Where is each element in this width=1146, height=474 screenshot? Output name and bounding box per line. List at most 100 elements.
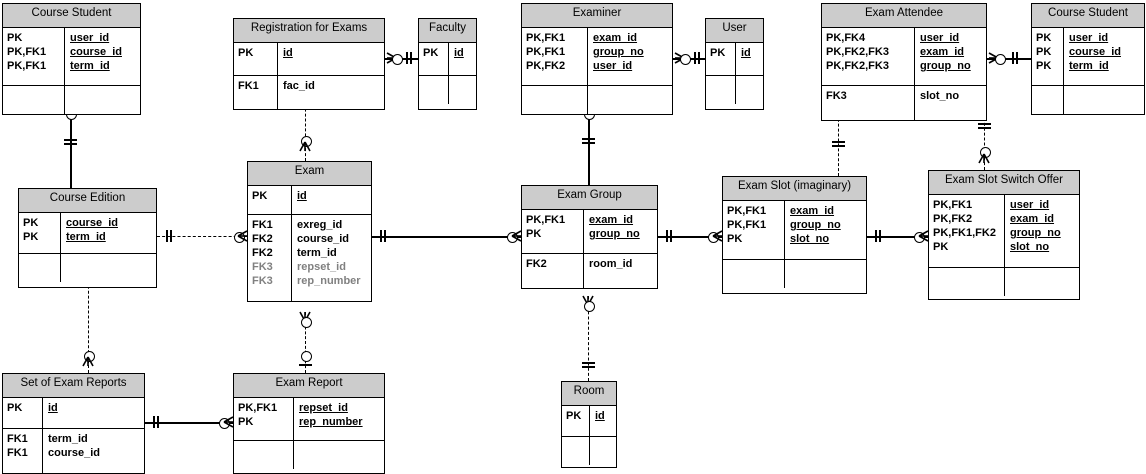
crowsfoot-icon bbox=[82, 356, 94, 367]
cardinality-bar bbox=[384, 230, 386, 242]
attribute-column: id bbox=[43, 398, 144, 428]
attribute-key: PK bbox=[23, 217, 39, 229]
attribute-name: id bbox=[454, 47, 464, 59]
key-column bbox=[419, 76, 449, 104]
attribute-key: PK bbox=[933, 241, 949, 253]
cardinality-circle bbox=[994, 53, 1006, 65]
attribute-name: term_id bbox=[66, 231, 106, 243]
cardinality-bar bbox=[298, 364, 312, 366]
relationship-line bbox=[88, 261, 89, 373]
attribute-key: PK bbox=[710, 47, 726, 59]
attribute-column: course_id term_id bbox=[61, 213, 156, 253]
cardinality-bar bbox=[694, 52, 696, 64]
attribute-column: id bbox=[449, 43, 476, 75]
entity-title-room: Room bbox=[562, 382, 616, 406]
attribute-key: PK,FK1 bbox=[238, 402, 278, 414]
attribute-key: FK1 bbox=[7, 433, 28, 445]
attribute-column: fac_id bbox=[278, 76, 384, 109]
attribute-key: PK bbox=[7, 32, 23, 44]
cardinality-bar bbox=[406, 52, 408, 64]
cardinality-circle bbox=[300, 135, 312, 147]
entity-title-exam-attendee: Exam Attendee bbox=[822, 4, 986, 28]
cardinality-bar bbox=[666, 230, 668, 242]
relationship-line bbox=[658, 236, 722, 238]
entity-title-course-edition: Course Edition bbox=[19, 189, 156, 213]
key-column: PK bbox=[419, 43, 449, 75]
attribute-name: user_id bbox=[1010, 199, 1050, 211]
entity-section bbox=[19, 254, 156, 287]
entity-title-exam-slot: Exam Slot (imaginary) bbox=[723, 177, 866, 201]
attribute-key: FK1 bbox=[252, 219, 273, 231]
cardinality-bar bbox=[831, 145, 845, 147]
key-column bbox=[234, 441, 294, 469]
entity-title-faculty: Faculty bbox=[419, 19, 476, 43]
attribute-key: FK2 bbox=[252, 233, 273, 245]
attribute-name: term_id bbox=[70, 60, 110, 72]
entity-title-registration-for-exams: Registration for Exams bbox=[234, 19, 384, 43]
attribute-name: course_id bbox=[66, 217, 118, 229]
crowsfoot-icon bbox=[299, 141, 311, 152]
entity-section: PK id bbox=[419, 43, 476, 76]
cardinality-circle bbox=[300, 350, 312, 362]
relationship-line bbox=[305, 84, 306, 161]
attribute-key: PK,FK1,FK2 bbox=[933, 227, 996, 239]
attribute-column bbox=[449, 76, 476, 104]
relationship-line bbox=[372, 236, 521, 238]
entity-section bbox=[706, 76, 763, 109]
attribute-name: rep_number bbox=[299, 416, 363, 428]
attribute-key: PK bbox=[526, 228, 542, 240]
attribute-name: course_id bbox=[1069, 46, 1121, 58]
attribute-name: exreg_id bbox=[297, 219, 343, 231]
attribute-name: fac_id bbox=[283, 80, 315, 92]
entity-section bbox=[419, 76, 476, 109]
cardinality-bar bbox=[157, 416, 159, 428]
attribute-name: course_id bbox=[48, 447, 100, 459]
attribute-name: room_id bbox=[589, 258, 633, 270]
crowsfoot-icon bbox=[918, 230, 929, 242]
cardinality-circle bbox=[218, 417, 230, 429]
attribute-name: exam_id bbox=[593, 32, 638, 44]
key-column: PK bbox=[234, 43, 278, 75]
entity-section bbox=[929, 268, 1079, 299]
cardinality-bar bbox=[153, 416, 155, 428]
attribute-name: id bbox=[595, 410, 605, 422]
cardinality-bar bbox=[581, 142, 595, 144]
attribute-name: slot_no bbox=[1010, 241, 1050, 253]
attribute-name: id bbox=[297, 190, 307, 202]
entity-section bbox=[522, 86, 672, 114]
attribute-key: PK bbox=[727, 233, 743, 245]
entity-section bbox=[1032, 86, 1144, 114]
attribute-name: repset_id bbox=[297, 261, 346, 273]
